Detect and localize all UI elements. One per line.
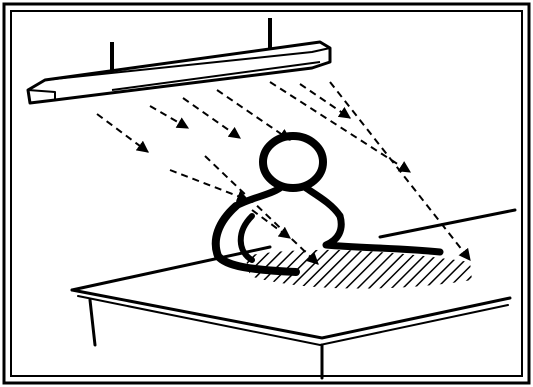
overhead-lighting-illustration: [0, 0, 533, 387]
